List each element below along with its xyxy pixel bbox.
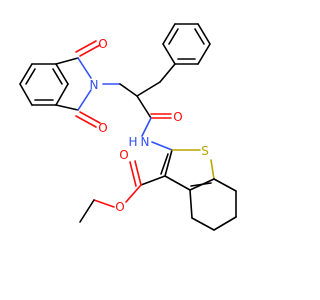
atom-o-ester-single: O xyxy=(115,200,124,214)
bond-skeleton xyxy=(19,23,237,231)
atom-s-thiophene: S xyxy=(201,144,209,158)
atom-o-imide-bottom: O xyxy=(98,121,107,135)
atom-labels: O N O O H N S O O xyxy=(90,37,209,214)
molecule-diagram: O N O O H N S O O xyxy=(19,23,237,231)
atom-n-amide: N xyxy=(141,135,150,149)
atom-n-imide: N xyxy=(90,78,99,92)
atom-o-amide: O xyxy=(173,110,182,124)
atom-o-ester-carbonyl: O xyxy=(119,148,128,162)
atom-o-imide-top: O xyxy=(98,37,107,51)
atom-h-amide: H xyxy=(128,135,137,149)
